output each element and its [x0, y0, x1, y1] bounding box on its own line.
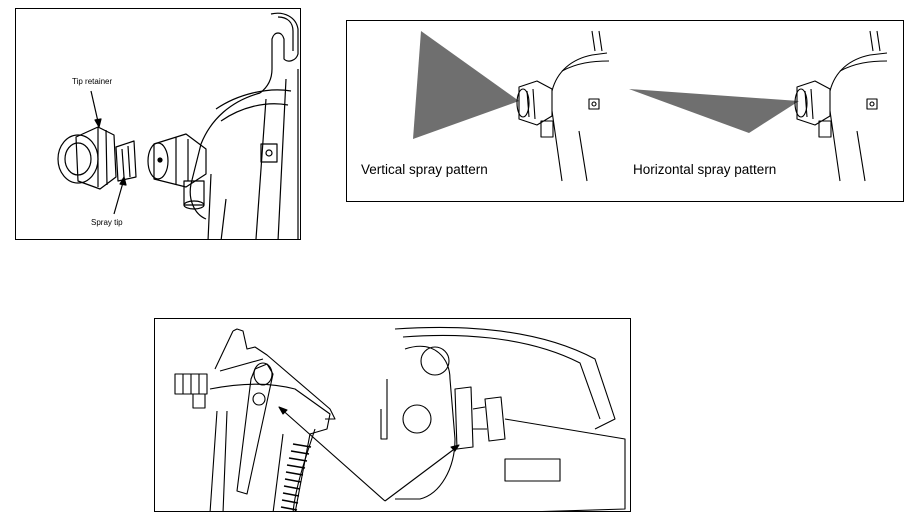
closeup-housing: [504, 418, 626, 511]
gun-grip-texture: [280, 443, 312, 511]
gun-hook-inner: [277, 16, 294, 51]
gun-detail-panel: [154, 318, 631, 512]
spray-tip: [115, 140, 137, 182]
side-knob: [260, 143, 278, 163]
pointer-arrow-right: [384, 446, 458, 502]
tip-retainer-nut: [75, 126, 117, 190]
tip-retainer-face-inner: [64, 142, 92, 176]
closeup-flange: [454, 386, 474, 450]
gun-nozzle-lines: [182, 374, 200, 394]
horizontal-spray-cone: [629, 89, 799, 133]
horizontal-spray-label: Horizontal spray pattern: [633, 162, 777, 177]
closeup-knob-lower: [402, 404, 432, 434]
spray-tip-label: Spray tip: [91, 218, 123, 227]
closeup-top-curve: [394, 326, 616, 430]
retainer-leader-arrow: [94, 118, 102, 128]
gun-body-front: [189, 92, 261, 220]
gun-right: [794, 30, 888, 182]
side-knob-dot: [265, 149, 273, 157]
closeup-top-curve2: [402, 334, 601, 420]
closeup-nut: [484, 396, 506, 442]
gun-adjust-dot: [252, 392, 266, 406]
closeup-slot: [504, 458, 561, 482]
gun-body-back: [255, 69, 299, 239]
gun-nozzle-lower: [192, 393, 206, 409]
pointer-arrow-left-head: [278, 406, 288, 415]
gun-detail-drawing: [174, 326, 626, 511]
gun-left: [516, 30, 610, 182]
vertical-spray-label: Vertical spray pattern: [361, 162, 488, 177]
gun-front-guard: [209, 410, 228, 511]
lower-fitting-end: [183, 200, 205, 210]
closeup-left-edge: [380, 379, 388, 440]
closeup-shaft: [472, 406, 487, 430]
spray-pattern-panel: Vertical spray pattern Horizontal spray …: [346, 20, 904, 202]
closeup-knob-upper: [420, 346, 450, 376]
lower-fitting: [183, 180, 205, 206]
nozzle-hole: [157, 157, 163, 163]
tip-assembly-drawing: [57, 12, 299, 239]
nozzle-body: [153, 133, 207, 188]
tip-leader-arrow: [119, 176, 127, 186]
gun-hook: [259, 12, 299, 94]
tip-retainer-label: Tip retainer: [72, 77, 113, 86]
gun-grip-front: [272, 433, 284, 511]
spray-pattern-drawing: [413, 30, 888, 182]
gun-body-curve2: [220, 103, 289, 122]
gun-lower: [207, 173, 227, 239]
gun-body: [209, 383, 331, 511]
pointer-arrow-left: [278, 406, 386, 502]
vertical-spray-cone: [413, 31, 519, 139]
gun-body-curve: [215, 89, 292, 110]
gun-adjust-knob: [253, 362, 273, 386]
nozzle-side: [175, 137, 189, 184]
tip-assembly-panel: Tip retainer Spray tip: [15, 8, 301, 240]
gun-top-bar: [214, 330, 264, 372]
gun-hook: [232, 328, 336, 420]
nozzle-face: [147, 142, 169, 180]
spray-tip-lines: [121, 145, 131, 178]
tip-retainer-thread: [97, 127, 108, 187]
gun-grip-back: [292, 428, 316, 511]
